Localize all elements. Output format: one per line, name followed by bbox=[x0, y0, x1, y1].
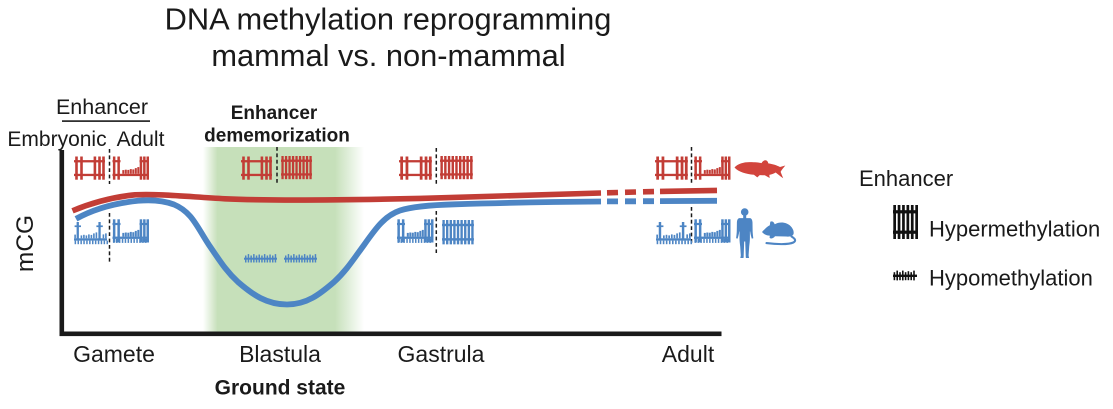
svg-text:Enhancer: Enhancer bbox=[56, 95, 148, 119]
svg-text:Enhancer: Enhancer bbox=[859, 166, 953, 191]
svg-text:Adult: Adult bbox=[662, 341, 715, 367]
svg-text:mammal vs. non-mammal: mammal vs. non-mammal bbox=[211, 38, 565, 73]
svg-text:Gastrula: Gastrula bbox=[398, 341, 485, 367]
svg-text:Enhancer: Enhancer bbox=[231, 103, 318, 124]
svg-text:Ground state: Ground state bbox=[215, 377, 346, 400]
svg-text:Hypomethylation: Hypomethylation bbox=[929, 266, 1093, 291]
svg-text:dememorization: dememorization bbox=[204, 126, 350, 147]
svg-text:Blastula: Blastula bbox=[239, 341, 321, 367]
svg-text:Gamete: Gamete bbox=[73, 341, 155, 367]
svg-text:Adult: Adult bbox=[117, 128, 165, 151]
svg-text:mCG: mCG bbox=[12, 215, 39, 272]
svg-text:DNA methylation reprogramming: DNA methylation reprogramming bbox=[165, 2, 612, 37]
svg-text:Hypermethylation: Hypermethylation bbox=[929, 217, 1100, 242]
svg-text:Embryonic: Embryonic bbox=[7, 128, 106, 151]
